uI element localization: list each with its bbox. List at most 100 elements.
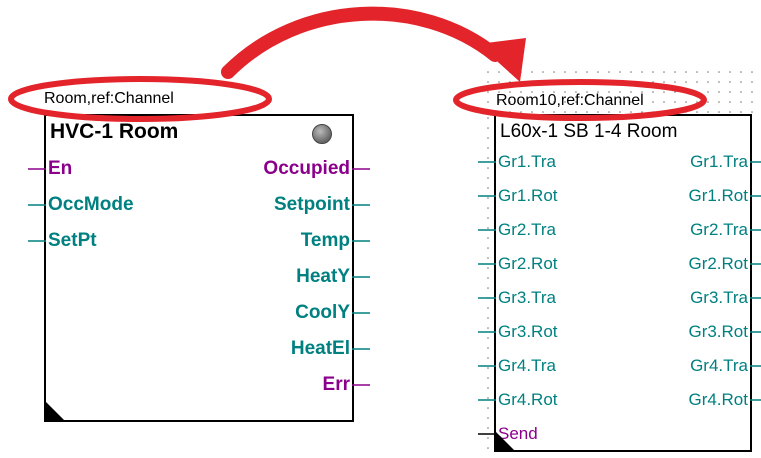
output-pin-gr1-rot[interactable]: Gr1.Rot — [688, 186, 748, 205]
output-pin-gr3-rot[interactable]: Gr3.Rot — [688, 322, 748, 341]
grid-dot — [487, 347, 489, 349]
arrow-head-icon — [478, 38, 526, 82]
grid-dot — [652, 71, 654, 73]
grid-dot — [487, 397, 489, 399]
output-pin-temp[interactable]: Temp — [300, 230, 350, 251]
grid-dot — [487, 117, 489, 119]
right-block-ref-label: Room10,ref:Channel — [496, 92, 644, 109]
grid-dot — [487, 187, 489, 189]
grid-dot — [619, 91, 621, 93]
grid-dot — [608, 111, 610, 113]
grid-dot — [641, 111, 643, 113]
input-pin-gr4-rot[interactable]: Gr4.Rot — [498, 390, 558, 409]
grid-dot — [608, 101, 610, 103]
output-pin-err[interactable]: Err — [322, 374, 350, 395]
grid-dot — [707, 71, 709, 73]
output-pin-gr1-tra[interactable]: Gr1.Tra — [690, 152, 748, 171]
left-block-title: HVC-1 Room — [50, 120, 179, 143]
grid-dot — [597, 111, 599, 113]
input-pin-send[interactable]: Send — [498, 424, 538, 443]
grid-dot — [729, 111, 731, 113]
grid-dot — [696, 101, 698, 103]
input-pin-gr2-tra[interactable]: Gr2.Tra — [498, 220, 556, 239]
grid-dot — [487, 217, 489, 219]
grid-dot — [674, 101, 676, 103]
grid-dot — [487, 307, 489, 309]
grid-dot — [718, 81, 720, 83]
grid-dot — [751, 71, 753, 73]
grid-dot — [487, 247, 489, 249]
grid-dot — [597, 71, 599, 73]
output-pin-gr4-rot[interactable]: Gr4.Rot — [688, 390, 748, 409]
output-pin-heatel[interactable]: HeatEl — [290, 338, 350, 359]
output-pin-heaty[interactable]: HeatY — [296, 266, 350, 287]
grid-dot — [718, 111, 720, 113]
output-pin-gr2-rot[interactable]: Gr2.Rot — [688, 254, 748, 273]
input-pin-occmode[interactable]: OccMode — [48, 194, 134, 215]
grid-dot — [641, 91, 643, 93]
grid-dot — [487, 357, 489, 359]
input-pin-gr2-rot[interactable]: Gr2.Rot — [498, 254, 558, 273]
output-pin-gr4-tra[interactable]: Gr4.Tra — [690, 356, 748, 375]
connection-arrow — [221, 6, 502, 79]
grid-dot — [652, 101, 654, 103]
grid-dot — [630, 71, 632, 73]
output-pin-gr2-tra[interactable]: Gr2.Tra — [690, 220, 748, 239]
grid-dot — [487, 81, 489, 83]
grid-dot — [531, 71, 533, 73]
input-pin-gr4-tra[interactable]: Gr4.Tra — [498, 356, 556, 375]
output-pin-cooly[interactable]: CoolY — [295, 302, 350, 323]
grid-dot — [487, 127, 489, 129]
grid-dot — [542, 71, 544, 73]
input-pin-en[interactable]: En — [48, 158, 73, 179]
grid-dot — [531, 111, 533, 113]
grid-dot — [487, 267, 489, 269]
grid-dot — [487, 227, 489, 229]
grid-dot — [542, 91, 544, 93]
output-pin-setpoint[interactable]: Setpoint — [274, 194, 350, 215]
grid-dot — [487, 71, 489, 73]
input-pin-gr3-tra[interactable]: Gr3.Tra — [498, 288, 556, 307]
grid-dot — [608, 91, 610, 93]
grid-dot — [553, 101, 555, 103]
grid-dot — [564, 111, 566, 113]
grid-dot — [575, 71, 577, 73]
grid-dot — [751, 101, 753, 103]
grid-dot — [498, 81, 500, 83]
grid-dot — [553, 111, 555, 113]
grid-dot — [740, 71, 742, 73]
grid-dot — [641, 71, 643, 73]
input-pin-gr1-tra[interactable]: Gr1.Tra — [498, 152, 556, 171]
input-pin-gr1-rot[interactable]: Gr1.Rot — [498, 186, 558, 205]
grid-dot — [487, 407, 489, 409]
grid-dot — [696, 71, 698, 73]
grid-dot — [597, 91, 599, 93]
grid-dot — [487, 427, 489, 429]
grid-dot — [487, 287, 489, 289]
grid-dot — [487, 277, 489, 279]
grid-dot — [608, 71, 610, 73]
grid-dot — [751, 111, 753, 113]
grid-dot — [652, 91, 654, 93]
grid-dot — [586, 71, 588, 73]
grid-dot — [707, 91, 709, 93]
input-pin-setpt[interactable]: SetPt — [48, 230, 97, 251]
grid-dot — [487, 387, 489, 389]
grid-dot — [575, 111, 577, 113]
input-pin-gr3-rot[interactable]: Gr3.Rot — [498, 322, 558, 341]
grid-dot — [718, 71, 720, 73]
right-function-block[interactable]: L60x-1 SB 1-4 Room — [494, 114, 752, 452]
grid-dot — [619, 71, 621, 73]
output-pin-occupied[interactable]: Occupied — [263, 158, 350, 179]
grid-dot — [509, 101, 511, 103]
grid-dot — [520, 91, 522, 93]
grid-dot — [487, 91, 489, 93]
grid-dot — [487, 137, 489, 139]
output-pin-gr3-tra[interactable]: Gr3.Tra — [690, 288, 748, 307]
grid-dot — [641, 101, 643, 103]
grid-dot — [586, 111, 588, 113]
grid-dot — [487, 317, 489, 319]
